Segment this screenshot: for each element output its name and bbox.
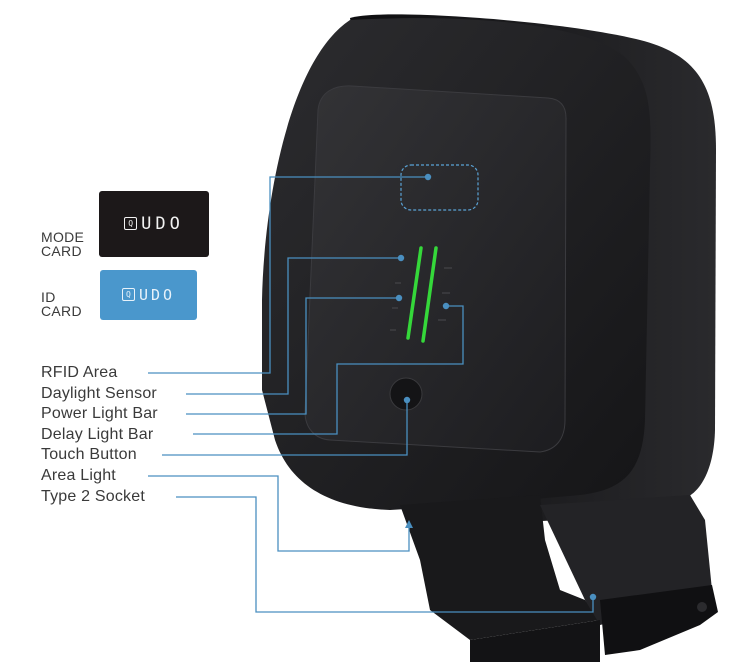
leader-power-light-bar [186,297,399,415]
mode-card-brand: UDO [141,214,184,234]
ev-charger [262,14,718,662]
rfid-area [400,164,479,211]
leader-delay-light-bar [193,305,464,435]
label-delay-light-bar: Delay Light Bar [41,426,154,443]
area-light-arrow-icon [405,520,413,528]
socket-cap [600,585,718,655]
label-touch-button: Touch Button [41,446,137,463]
id-card-caption: ID CARD [41,290,82,318]
leader-daylight-sensor [186,257,401,395]
socket-bottom-lip [470,620,600,662]
id-card-brand: UDO [138,286,176,304]
qudo-logo-mark-icon: Q [121,287,135,301]
power-light-bar [406,246,423,340]
leader-touch-button [162,400,408,456]
charger-front-panel [304,85,567,453]
label-power-light-bar: Power Light Bar [41,405,158,422]
id-card-caption-line1: ID [41,289,56,305]
leader-type2-socket [176,496,594,613]
label-type2-socket: Type 2 Socket [41,488,145,505]
leader-area-light [148,475,410,552]
delay-light-bar [421,246,438,343]
label-rfid-area: RFID Area [41,364,118,381]
leader-rfid-area [148,176,428,374]
mode-card-caption: MODE CARD [41,230,84,258]
leader-lines [148,176,594,613]
mode-card-caption-line2: CARD [41,243,82,259]
charger-neck [400,495,600,640]
id-card-caption-line2: CARD [41,303,82,319]
socket-screw-icon [697,602,707,612]
qudo-logo-mark-icon: Q [124,216,138,230]
label-daylight-sensor: Daylight Sensor [41,385,157,402]
touch-button [389,377,423,411]
label-area-light: Area Light [41,467,116,484]
mode-card-caption-line1: MODE [41,229,85,245]
leader-dots [395,173,597,601]
